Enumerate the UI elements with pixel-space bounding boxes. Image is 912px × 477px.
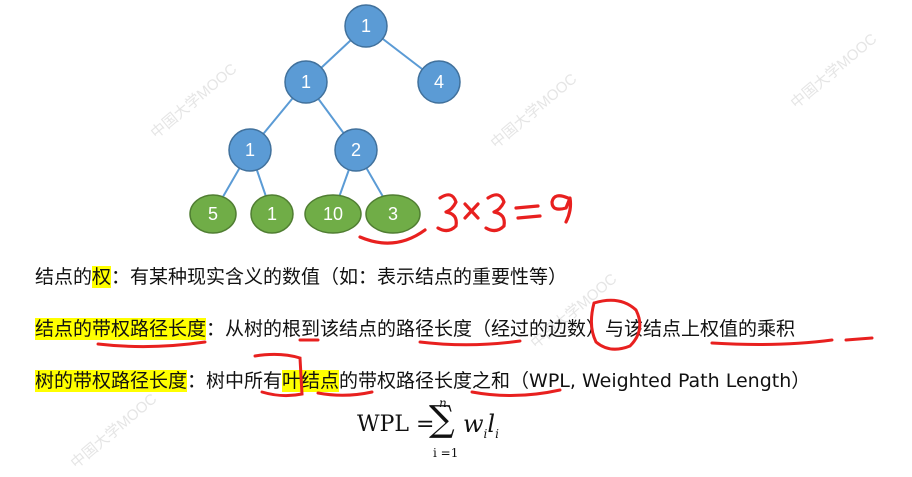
weight-symbol: w xyxy=(463,410,484,438)
tree-node-l2: 1 xyxy=(228,128,272,172)
node-label: 1 xyxy=(245,140,255,160)
highlighted-term: 树的带权路径长度 xyxy=(35,370,188,392)
text-segment: ：树中所有 xyxy=(187,370,283,392)
node-label: 1 xyxy=(361,16,371,36)
highlighted-term: 叶结点 xyxy=(282,370,340,392)
text-segment: ：从树的根到该结点的路径长度（经过的边数）与该结点上权值的乘积 xyxy=(206,318,796,340)
leaf-label: 3 xyxy=(388,204,398,224)
tree-leaf-1: 5 xyxy=(189,194,237,234)
tree-leaf-4: 3 xyxy=(365,194,421,234)
highlighted-term: 结点的带权路径长度 xyxy=(35,318,207,340)
tree-leaf-3: 10 xyxy=(304,194,362,234)
leaf-label: 1 xyxy=(267,204,277,224)
watermark: 中国大学MOOC xyxy=(67,390,161,473)
definition-node-wpl: 结点的带权路径长度：从树的根到该结点的路径长度（经过的边数）与该结点上权值的乘积 xyxy=(35,314,795,341)
length-symbol: l xyxy=(487,410,496,438)
tree-node-l1: 1 xyxy=(284,60,328,104)
handwritten-annotation xyxy=(358,193,573,245)
leaf-label: 5 xyxy=(208,204,218,224)
sum-upper-limit: n xyxy=(439,396,447,410)
formula-lhs: WPL = xyxy=(357,412,435,437)
wpl-formula: WPL = n ∑ i =1 wili xyxy=(357,396,537,468)
sum-symbol: ∑ xyxy=(429,399,455,440)
tree-node-r1: 4 xyxy=(417,60,461,104)
definition-weight: 结点的权：有某种现实含义的数值（如：表示结点的重要性等） xyxy=(35,262,567,289)
highlighted-term: 权 xyxy=(92,266,112,288)
tree-leaf-2: 1 xyxy=(250,194,294,234)
formula-term: wili xyxy=(463,410,499,441)
weight-index: i xyxy=(483,426,488,441)
tree-diagram: 1 1 4 1 2 5 1 10 3 xyxy=(189,4,573,245)
definition-tree-wpl: 树的带权路径长度：树中所有叶结点的带权路径长度之和（WPL, Weighted … xyxy=(35,366,810,393)
text-segment: 结点的 xyxy=(35,266,93,288)
text-segment: 的带权路径长度之和（WPL, Weighted Path Length） xyxy=(339,370,811,392)
length-index: i xyxy=(495,426,499,441)
node-label: 1 xyxy=(301,72,311,92)
leaf-label: 10 xyxy=(323,204,343,224)
tree-node-root: 1 xyxy=(344,4,388,48)
tree-node-m2: 2 xyxy=(334,128,378,172)
sum-lower-limit: i =1 xyxy=(433,446,459,460)
text-segment: ：有某种现实含义的数值（如：表示结点的重要性等） xyxy=(111,266,568,288)
node-label: 2 xyxy=(351,140,361,160)
node-label: 4 xyxy=(434,72,444,92)
